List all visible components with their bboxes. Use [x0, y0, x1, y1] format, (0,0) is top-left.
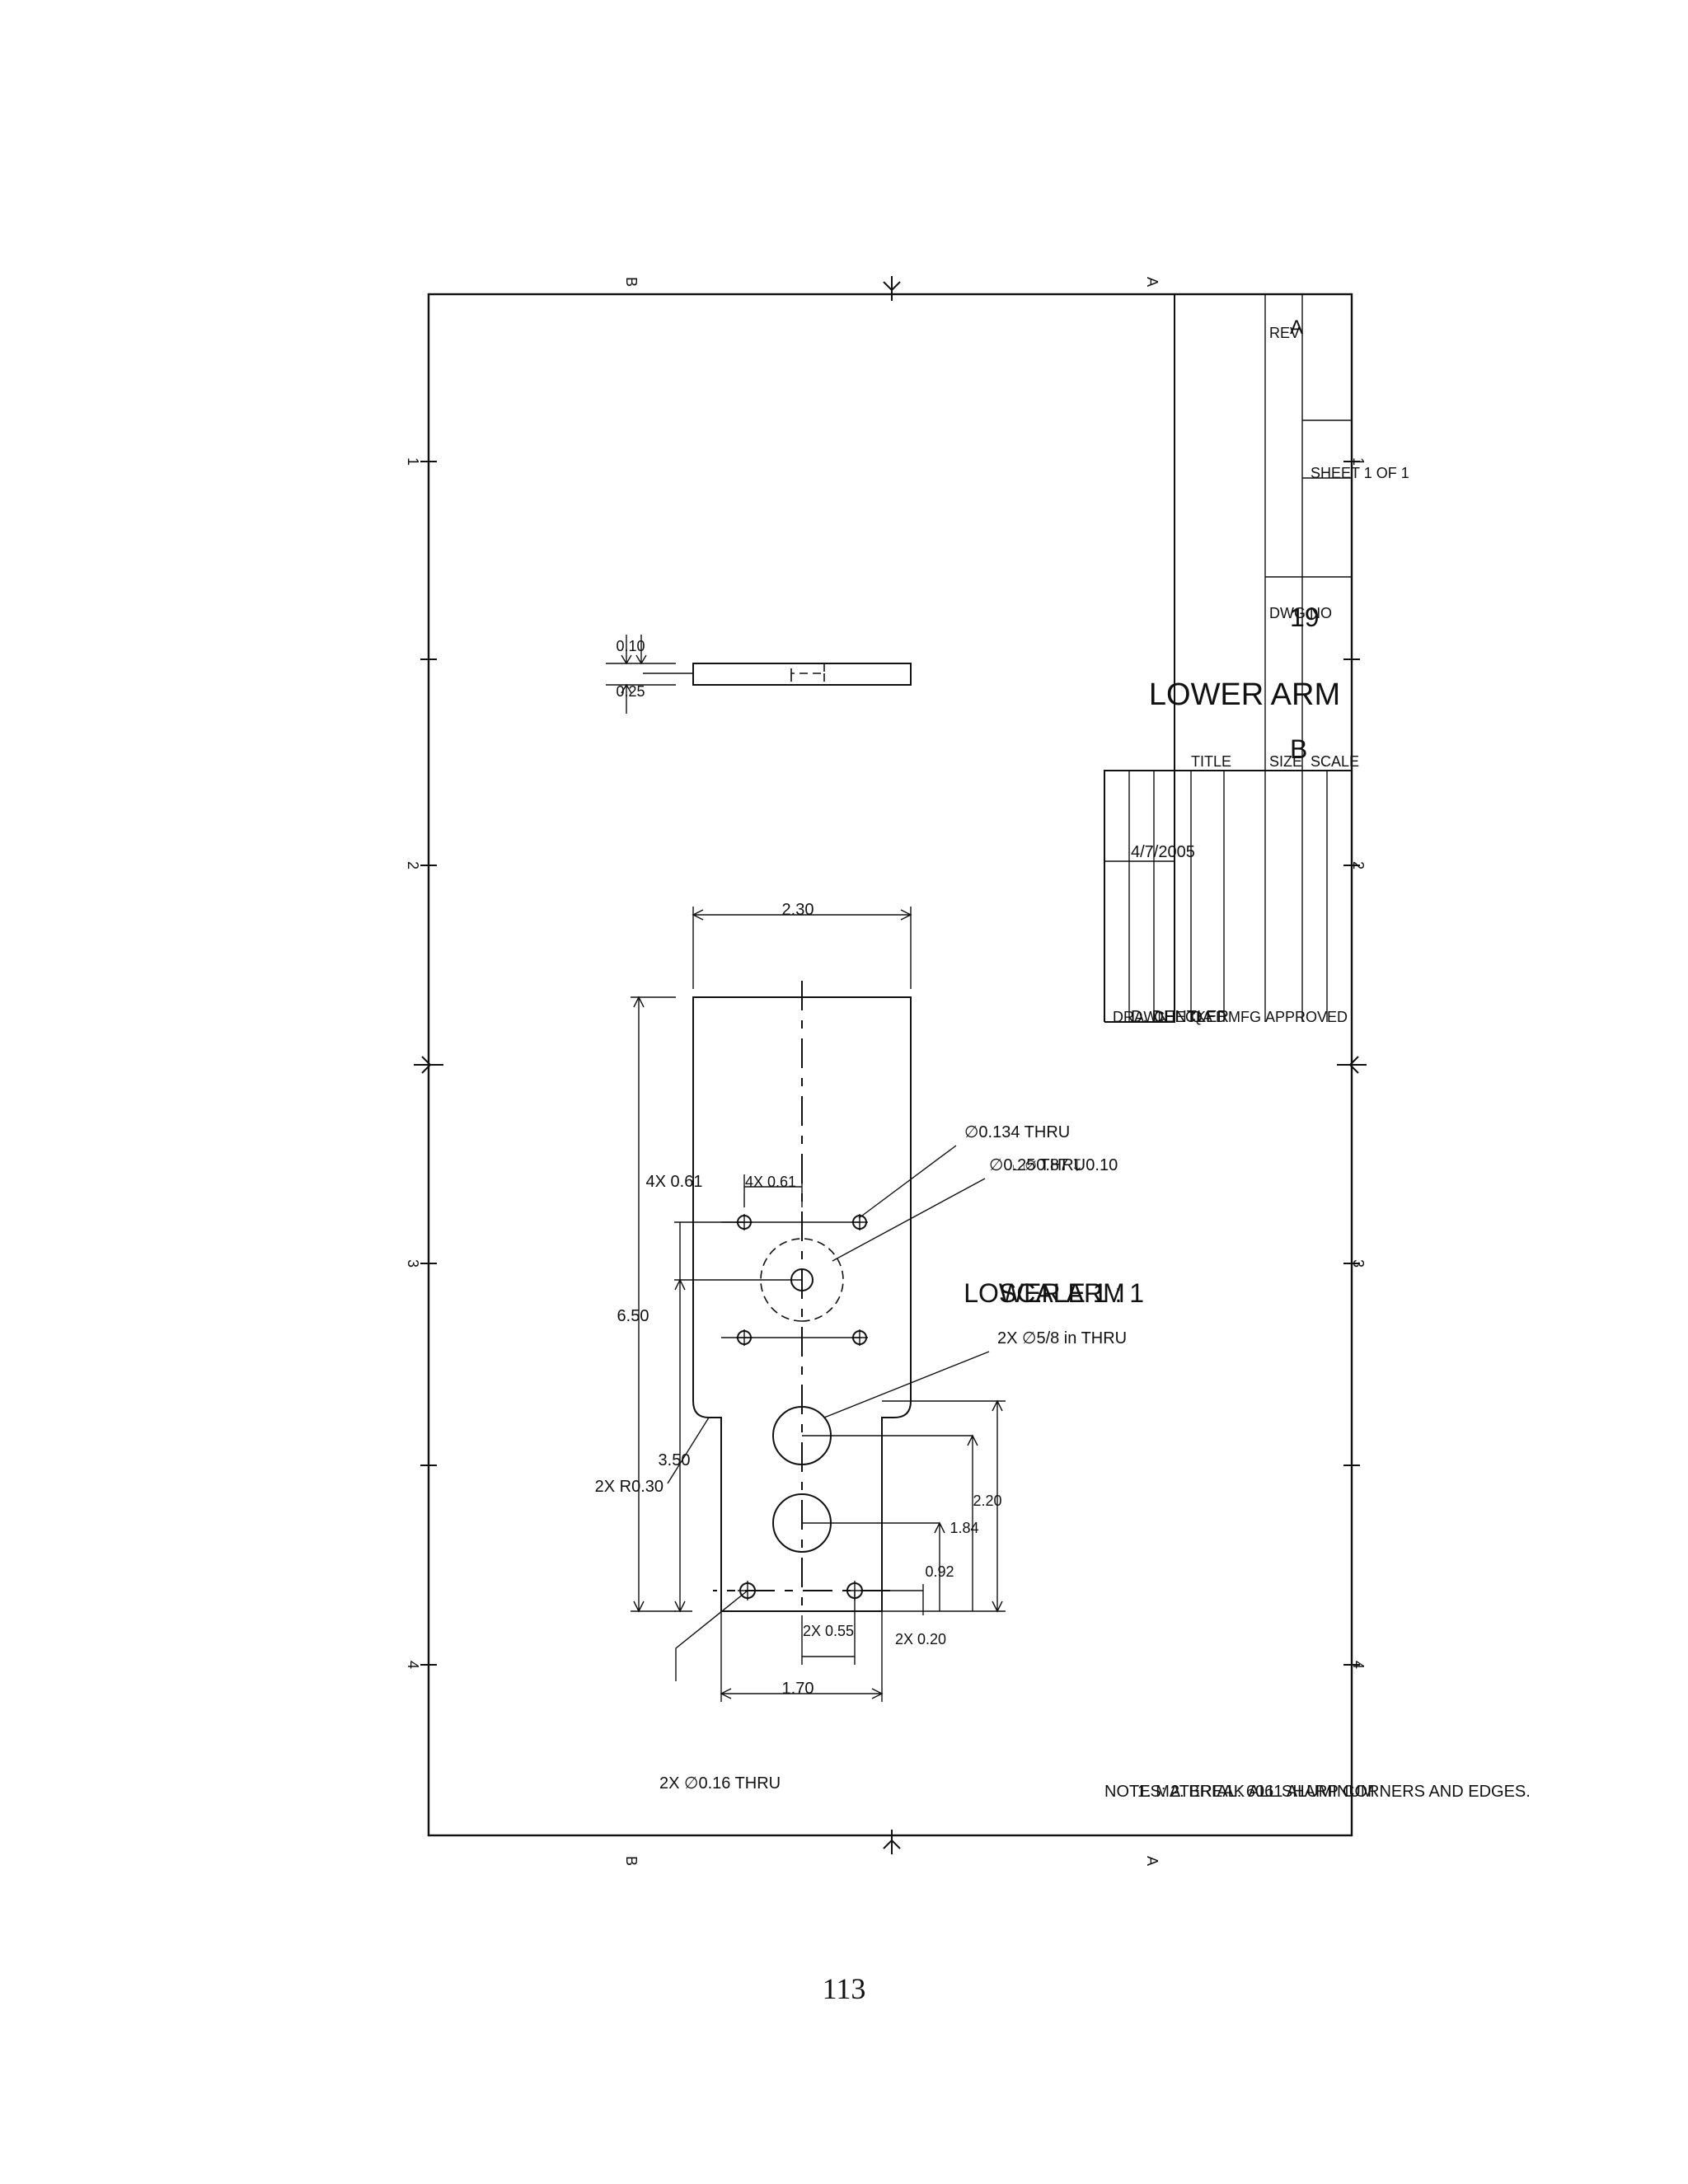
zone-labels: 1 2 3 4 1 2 3 4 B A B A [405, 277, 1367, 1866]
sheet-border [427, 293, 1353, 1837]
large-holes [772, 1406, 973, 1553]
dim-hole1-pos: 0.92 [925, 1563, 954, 1580]
dim-width: 2.30 [692, 901, 912, 989]
dim-pattern-offset: 3.50 4X 0.61 [646, 1173, 802, 1613]
callout-counterbore: ⌴∅0.87 ↧ 0.10 [1012, 1156, 1118, 1174]
callout-fillet: 2X R0.30 [595, 1478, 663, 1496]
title-block: DRAWN D. DENTLER 4/7/2005 CHECKED QA MFG… [1104, 293, 1409, 1026]
tb-size: B [1290, 734, 1307, 764]
tb-rev: A [1290, 316, 1303, 339]
callouts: 2X R0.30 2X ∅0.16 THRU ∅0.134 THRU ∅0.25… [595, 1123, 1128, 1793]
callout-pattern-holes: ∅0.134 THRU [964, 1123, 1070, 1141]
tb-qa-label: QA [1191, 1009, 1212, 1025]
dim-pattern-offset-text: 3.50 [659, 1451, 691, 1469]
note-1: 1. MATERIAL: 6061 ALUMINUM [1137, 1783, 1375, 1801]
tb-dwg-no-label: DWG NO [1269, 605, 1332, 621]
dim-small-holes-offset: 2X 0.55 [803, 1623, 854, 1639]
dim-holes-spacing: 2.20 [973, 1493, 1001, 1509]
tb-approved-label: APPROVED [1265, 1009, 1348, 1025]
zone-row-a-right: A [1144, 1856, 1160, 1866]
zone-col-4: 4 [405, 1661, 421, 1669]
view-scale: SCALE 1 : 1 [999, 1278, 1144, 1308]
zone-col-2: 2 [405, 861, 421, 869]
dim-end: 1.70 2X 0.55 [720, 1591, 884, 1702]
dim-end-width: 1.70 [782, 1680, 814, 1698]
zone-row-b: B [623, 277, 640, 287]
dim-edge-offset: 2X 0.20 [895, 1631, 946, 1647]
tb-title-label: TITLE [1191, 753, 1231, 770]
tb-sheet: SHEET 1 OF 1 [1311, 465, 1409, 481]
tb-drawn-date: 4/7/2005 [1131, 843, 1195, 861]
tb-title: LOWER ARM [1149, 677, 1340, 712]
tb-size-label: SIZE [1269, 753, 1302, 770]
notes-heading: NOTES: [1104, 1783, 1165, 1801]
view-label: LOWER ARM SCALE 1 : 1 [964, 1278, 1144, 1308]
zone-ticks [419, 461, 1362, 1666]
note-2: 2. BREAK ALL SHARP CORNERS AND EDGES. [1170, 1783, 1531, 1801]
zone-col-1: 1 [405, 457, 421, 466]
tb-rev-label: REV [1269, 325, 1300, 341]
dim-4x-pos: 4X 0.61 [646, 1173, 703, 1191]
dim-4x-neg: 4X 0.61 [743, 1174, 803, 1207]
callout-small-thru: 2X ∅0.16 THRU [659, 1774, 781, 1793]
drawing-sheet: 1 2 3 4 1 2 3 4 B A B A 0.10 0.25 [405, 276, 1531, 1866]
dim-hole-positions: 2.20 1.84 0.92 2X 0.20 [865, 1399, 1006, 1647]
zone-row-b-right: B [623, 1856, 640, 1866]
dim-counterbore-depth: 0.10 [616, 638, 645, 654]
dim-overall-length-text: 6.50 [617, 1307, 649, 1325]
zone-col-3-bottom: 3 [1350, 1259, 1367, 1268]
dim-4x-neg-text: 4X 0.61 [745, 1174, 796, 1190]
zone-col-4-bottom: 4 [1350, 1661, 1367, 1669]
tb-drawn-label: DRAWN [1113, 1009, 1168, 1025]
tb-mfg-label: MFG [1228, 1009, 1261, 1025]
dim-thickness: 0.25 [616, 683, 645, 700]
dim-hole2-pos: 1.84 [950, 1520, 978, 1536]
zone-col-2-bottom: 2 [1350, 861, 1367, 869]
page-number: 113 [822, 1972, 866, 2005]
dim-width-text: 2.30 [782, 901, 814, 919]
centerlines [713, 981, 890, 1615]
callout-center-hole: ∅0.25 THRU [989, 1156, 1085, 1174]
tb-dwg-no: 19 [1290, 602, 1320, 632]
centering-marks [414, 276, 1367, 1854]
notes: NOTES: 1. MATERIAL: 6061 ALUMINUM 2. BRE… [1104, 1783, 1531, 1801]
view-name: LOWER ARM [964, 1278, 1125, 1308]
side-view: 0.10 0.25 [606, 635, 912, 714]
zone-col-1-bottom: 1 [1350, 457, 1367, 466]
zone-col-3: 3 [405, 1259, 421, 1268]
callout-large-holes: 2X ∅5/8 in THRU [997, 1329, 1127, 1347]
tb-drawn-by: D. DENTLER [1131, 1008, 1229, 1026]
dim-overall-length: 6.50 [617, 996, 676, 1613]
tb-checked-label: CHECKED [1154, 1009, 1226, 1025]
zone-row-a: A [1144, 277, 1160, 287]
tb-scale-label: SCALE [1311, 753, 1359, 770]
